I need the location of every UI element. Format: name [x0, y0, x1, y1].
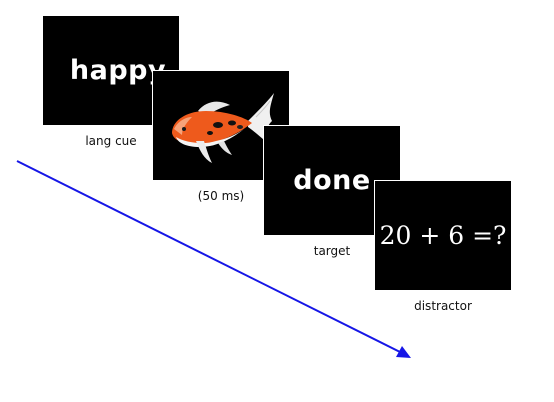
caption-distractor: distractor [414, 299, 472, 313]
time-arrow-shaft [16, 160, 403, 354]
frame-distractor: 20 + 6 =? [374, 180, 512, 291]
time-arrow-head [396, 346, 411, 358]
distractor-equation: 20 + 6 =? [379, 221, 507, 250]
caption-image: (50 ms) [197, 189, 245, 203]
caption-lang-cue: lang cue [85, 134, 137, 148]
caption-target: target [313, 244, 351, 258]
target-word: done [293, 165, 371, 196]
lang-cue-word: happy [69, 55, 167, 86]
koi-fish-image [172, 92, 274, 163]
